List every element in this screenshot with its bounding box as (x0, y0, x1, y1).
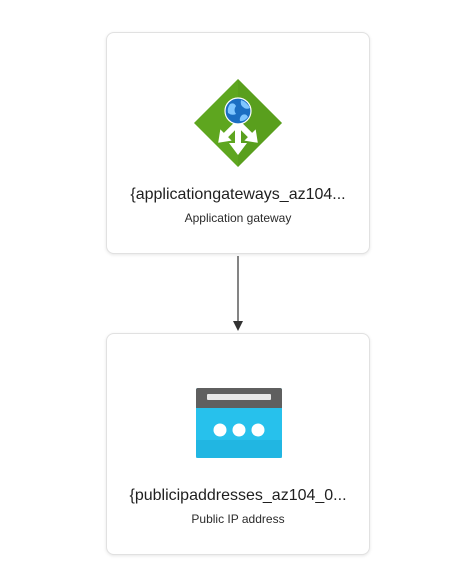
public-ip-address-node[interactable]: {publicipaddresses_az104_0... Public IP … (106, 333, 370, 555)
node-type-label: Application gateway (184, 211, 292, 225)
node-type-label: Public IP address (191, 512, 285, 526)
application-gateway-icon (194, 79, 282, 167)
application-gateway-node[interactable]: {applicationgateways_az104... Applicatio… (106, 32, 370, 254)
node-title: {publicipaddresses_az104_0... (129, 487, 347, 504)
node-title: {applicationgateways_az104... (130, 186, 346, 203)
arrowhead-icon (233, 321, 243, 331)
public-ip-address-icon (196, 388, 282, 458)
